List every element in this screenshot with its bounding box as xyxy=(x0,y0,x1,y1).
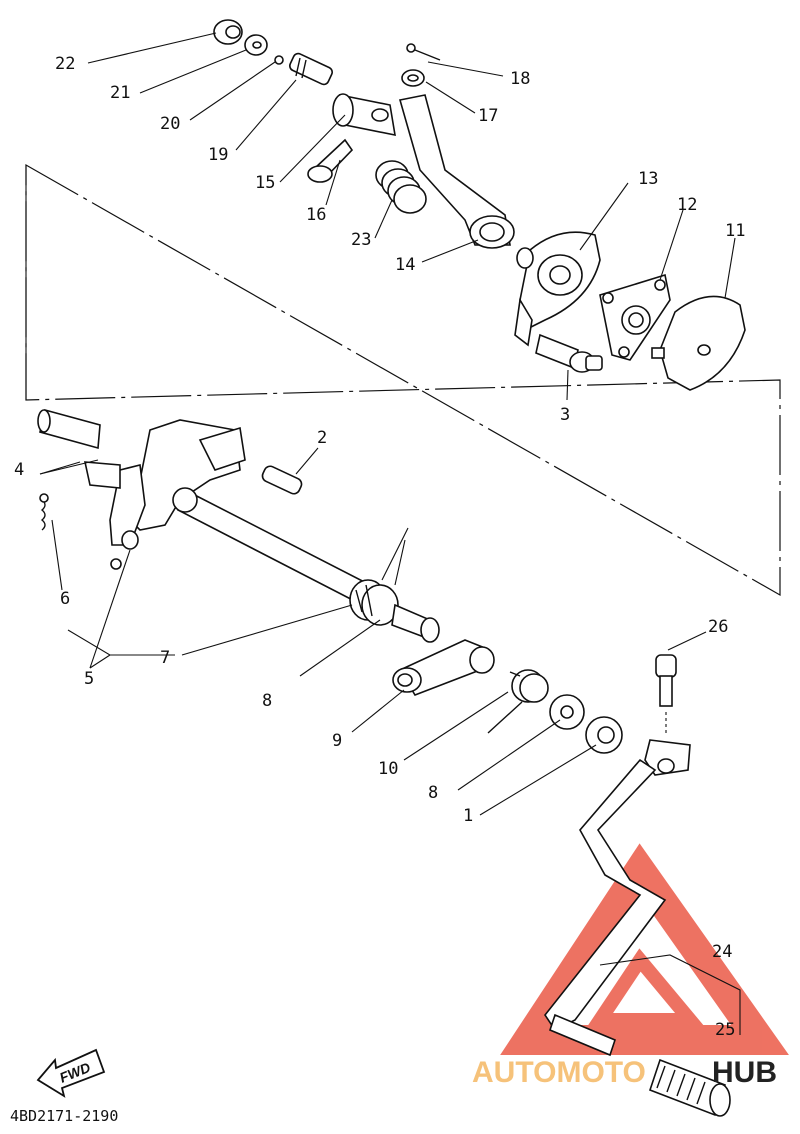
part-19-bolt xyxy=(289,52,333,86)
part-25-rubber xyxy=(549,1013,731,1117)
part-12-bracket xyxy=(599,273,671,361)
label-5: 5 xyxy=(84,669,94,689)
diagram-code: 4BD2171-2190 xyxy=(10,1107,118,1125)
label-10: 10 xyxy=(378,759,398,779)
label-20: 20 xyxy=(160,114,180,134)
label-7: 7 xyxy=(160,648,170,668)
part-21-washer xyxy=(244,34,268,56)
part-23-spring xyxy=(375,160,427,214)
part-22-nut xyxy=(213,19,243,45)
part-26-bolt xyxy=(655,654,677,735)
label-26: 26 xyxy=(708,617,728,637)
part-9-lever xyxy=(392,639,495,696)
part-2-pin xyxy=(261,465,303,495)
part-15-joint xyxy=(332,93,396,137)
fwd-arrow: FWD xyxy=(36,1048,106,1098)
part-spline-end xyxy=(391,603,440,643)
label-6: 6 xyxy=(60,589,70,609)
label-23: 23 xyxy=(351,230,371,250)
watermark-text-hub: HUB xyxy=(712,1056,777,1089)
part-6-spring xyxy=(39,493,49,531)
part-3-bolt xyxy=(535,333,603,373)
label-2: 2 xyxy=(317,428,327,448)
part-8-collar xyxy=(349,579,399,626)
part-1-bushing xyxy=(585,716,623,754)
part-labels: 22 21 20 19 18 17 15 16 23 14 13 12 11 3… xyxy=(14,54,745,1040)
label-14: 14 xyxy=(395,255,415,275)
part-16-pin xyxy=(307,138,354,183)
label-9: 9 xyxy=(332,731,342,751)
label-21: 21 xyxy=(110,83,130,103)
part-13-plate xyxy=(514,231,601,347)
label-16: 16 xyxy=(306,205,326,225)
label-8a: 8 xyxy=(262,691,272,711)
part-4-shift-shaft-assy xyxy=(37,409,246,570)
label-25: 25 xyxy=(715,1020,735,1040)
label-19: 19 xyxy=(208,145,228,165)
label-18: 18 xyxy=(510,69,530,89)
leader-lines xyxy=(39,32,736,816)
label-3: 3 xyxy=(560,405,570,425)
watermark-logo xyxy=(500,843,789,1055)
label-12: 12 xyxy=(677,195,697,215)
label-4: 4 xyxy=(14,460,24,480)
part-24-shift-pedal xyxy=(544,739,691,1032)
part-10-spring xyxy=(487,669,549,734)
bracket-24-25 xyxy=(599,954,741,1035)
label-22: 22 xyxy=(55,54,75,74)
label-8b: 8 xyxy=(428,783,438,803)
part-17-clip xyxy=(401,69,425,87)
label-17: 17 xyxy=(478,106,498,126)
label-1: 1 xyxy=(463,806,473,826)
label-13: 13 xyxy=(638,169,658,189)
label-15: 15 xyxy=(255,173,275,193)
part-20-ring xyxy=(274,55,284,65)
part-11-cam xyxy=(651,295,746,391)
watermark-text-automoto: AUTOMOTO xyxy=(472,1056,646,1089)
label-11: 11 xyxy=(725,221,745,241)
label-24: 24 xyxy=(712,942,732,962)
part-18-pin xyxy=(406,43,441,61)
part-7-shaft xyxy=(172,487,382,612)
assembly-outline xyxy=(25,163,781,597)
part-14-arm xyxy=(398,94,515,249)
